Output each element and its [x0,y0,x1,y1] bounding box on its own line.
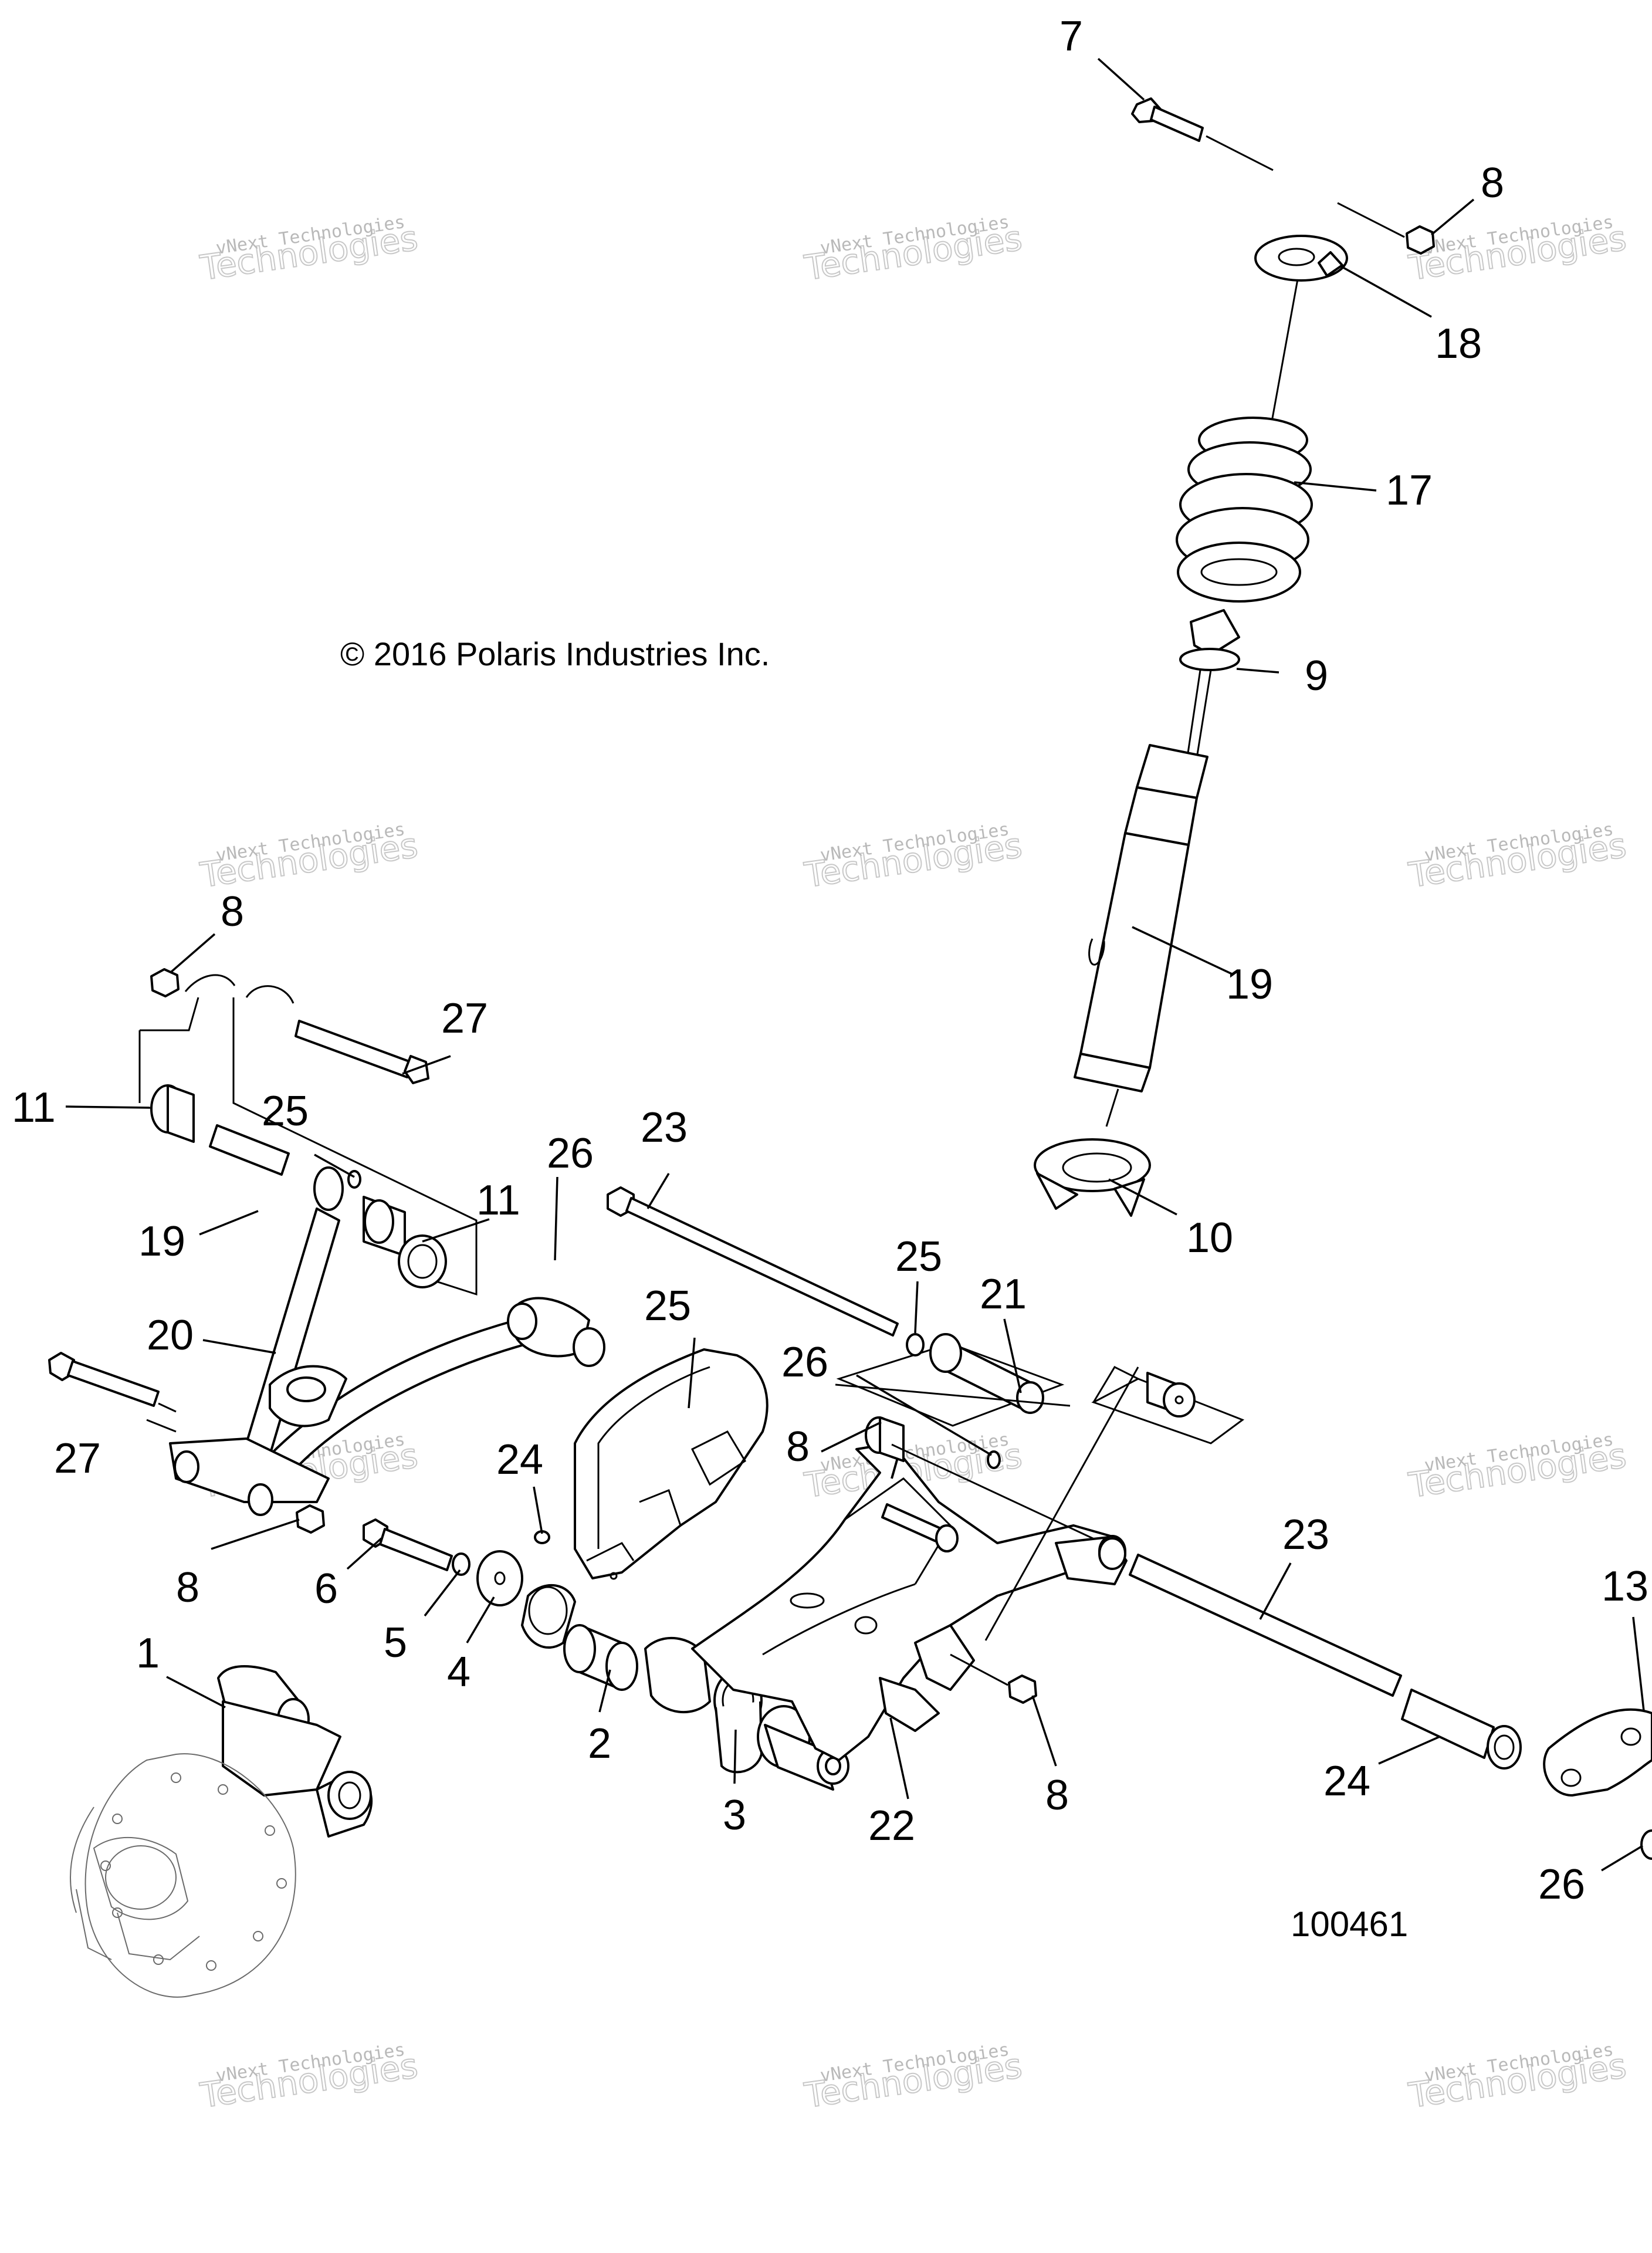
callout-label: 9 [1305,652,1328,699]
watermark: Technologies vNext Technologies [801,212,1025,289]
callout-label: 26 [1538,1861,1585,1908]
watermark: Technologies vNext Technologies [197,2039,421,2116]
swing-arm [691,1342,1245,1761]
callout-label: 26 [781,1339,828,1386]
callout-label: 27 [54,1435,101,1482]
pivot-bolt-long [607,1186,1071,1414]
right-bracket [1543,1708,1652,1860]
callout-label: 1 [136,1630,160,1677]
callout-label: 22 [868,1802,915,1849]
watermark: Technologies vNext Technologies [1406,1429,1629,1506]
callout-label: 3 [723,1792,746,1839]
watermark: Technologies vNext Technologies [1406,819,1629,896]
callout-label: 2 [588,1720,611,1767]
shock-body [1074,744,1208,1127]
callout-label: 8 [176,1564,199,1611]
callout-label: 11 [476,1177,520,1224]
shock-lower-cup [1034,1138,1151,1217]
figure-number: 100461 [1291,1904,1408,1944]
shock-top-eye [1179,609,1240,759]
callout-label: 23 [641,1104,688,1151]
callout-label: 11 [12,1084,56,1131]
callout-label: 8 [786,1423,810,1470]
watermark: Technologies vNext Technologies [1406,212,1629,289]
upper-a-arm-group [48,968,605,1534]
bolt-top [1131,97,1274,171]
callouts: 7 8 18 17 9 19 10 8 27 11 25 11 26 19 20… [12,13,1648,1908]
rear-hub-knuckle [70,1665,373,1998]
callout-label: 19 [138,1218,185,1265]
callout-label: 25 [262,1088,309,1135]
callout-label: 24 [1323,1758,1370,1805]
watermark: Technologies vNext Technologies [197,212,421,289]
watermark: Technologies vNext Technologies [197,819,421,896]
shock-assembly [1034,97,1435,1217]
callout-label: 20 [147,1312,194,1359]
callout-label: 6 [314,1565,338,1612]
nut-left [150,968,180,997]
callout-label: 19 [1226,961,1273,1008]
callout-label: 21 [980,1271,1027,1318]
cross-shaft [1098,1537,1522,1770]
nut-top [1406,225,1435,255]
watermark: Technologies vNext Technologies [801,819,1025,896]
pivot-hardware [363,1518,849,1791]
watermark: Technologies vNext Technologies [1406,2039,1629,2116]
callout-label: 25 [644,1283,691,1330]
copyright-text: © 2016 Polaris Industries Inc. [340,635,770,672]
callout-label: 8 [221,888,244,935]
callout-label: 25 [895,1233,942,1280]
watermark: Technologies vNext Technologies [801,2039,1025,2116]
callout-label: 13 [1602,1563,1648,1610]
swingarm-guard [574,1348,769,1580]
callout-label: 26 [547,1130,594,1177]
callout-label: 5 [384,1619,407,1666]
callout-label: 27 [441,995,488,1042]
spring-retainer [1254,235,1348,282]
brake-rotor [84,1753,296,1998]
callout-label: 10 [1186,1215,1233,1261]
callout-label: 17 [1386,467,1433,514]
callout-label: 4 [447,1649,470,1696]
callout-label: 8 [1045,1772,1069,1819]
callout-label: 8 [1481,160,1504,207]
callout-label: 18 [1435,320,1482,367]
leader-lines [65,57,1645,1872]
callout-label: 7 [1059,13,1083,60]
callout-label: 23 [1282,1511,1329,1558]
callout-label: 24 [496,1436,543,1483]
coil-spring [1176,417,1313,603]
